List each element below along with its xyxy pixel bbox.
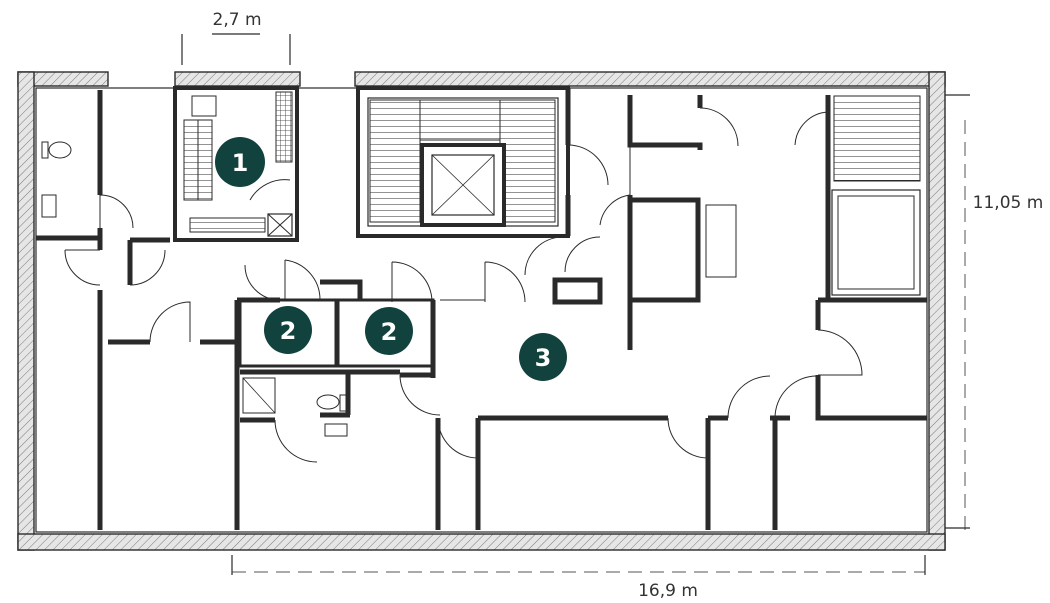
zone-badge-label: 3 [535, 344, 552, 372]
staircase [369, 99, 556, 227]
top-dimension-label: 2,7 m [213, 10, 262, 30]
sink-icon [41, 194, 57, 218]
zone-badge-circle [215, 137, 265, 187]
fixtures [41, 141, 348, 437]
toilet-icon [48, 141, 72, 159]
sink-icon [324, 423, 348, 437]
toilet-icon [316, 394, 340, 410]
zone-badge-2a: 2 [264, 306, 312, 354]
zone-badge-circle [519, 333, 567, 381]
doors [64, 107, 863, 463]
zone-badge-label: 1 [232, 149, 249, 177]
interior-walls [36, 86, 927, 530]
dimension-lines [181, 33, 970, 575]
right-dimension-label: 11,05 m [973, 193, 1044, 213]
zone-badge-label: 2 [280, 317, 297, 345]
zone-badge-3: 3 [519, 333, 567, 381]
zone-badge-circle [365, 307, 413, 355]
zone-badge-2b: 2 [365, 307, 413, 355]
zone-badge-label: 2 [381, 318, 398, 346]
sauna-benches [183, 91, 293, 237]
outer-walls [17, 71, 946, 551]
zone-badge-circle [264, 306, 312, 354]
service-room [705, 95, 921, 296]
bottom-dimension-label: 16,9 m [638, 581, 698, 601]
zone-badge-1: 1 [215, 137, 265, 187]
